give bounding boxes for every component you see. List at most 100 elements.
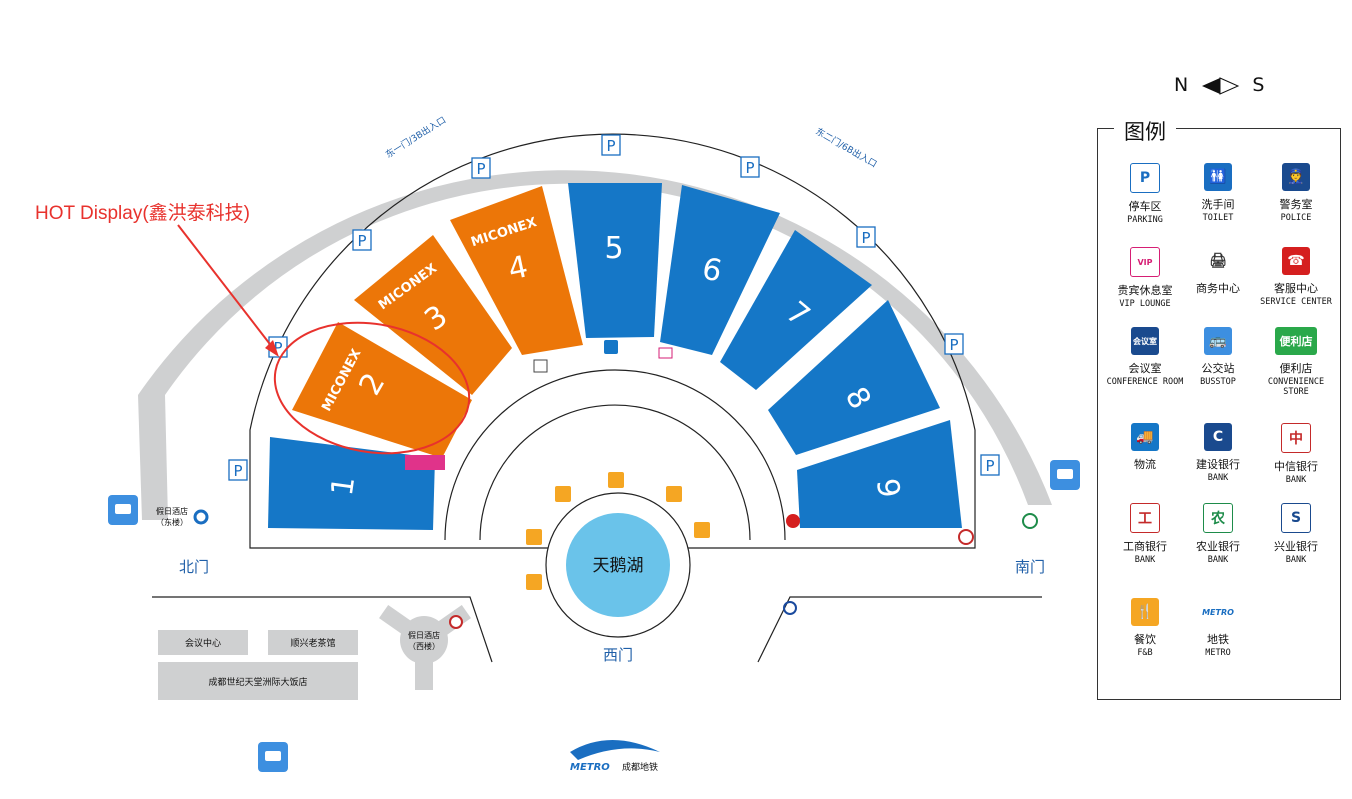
parking-icon: P (1130, 163, 1160, 193)
legend-label-zh: 洗手间 (1201, 198, 1235, 211)
legend-label-en: POLICE (1280, 213, 1312, 223)
legend-label-en: BANK (1207, 555, 1229, 565)
legend-label-zh: 公交站 (1201, 362, 1235, 375)
compass-s: S (1252, 74, 1265, 96)
lake (566, 513, 670, 617)
legend-label-zh: 警务室 (1279, 198, 1313, 211)
abc-bank-icon (1022, 513, 1038, 529)
east-gate-1-opening (390, 157, 414, 187)
parking-glyph: P (949, 336, 958, 354)
legend-label-en: BANK (1134, 555, 1156, 565)
hall-2 (292, 322, 472, 458)
parking-glyph: P (985, 457, 994, 475)
lake-label: 天鹅湖 (593, 556, 644, 576)
hall-6 (660, 185, 780, 355)
cib-bank-icon (783, 601, 797, 615)
bus-icon: 🚌 (1204, 327, 1232, 355)
inner-ring-2 (479, 404, 751, 541)
legend-label-en: BANK (1207, 473, 1229, 483)
hall-4 (450, 186, 583, 355)
fb-icon (666, 486, 682, 502)
legend-label-en: BUSSTOP (1200, 377, 1236, 387)
hall-1 (268, 437, 435, 530)
hall-8 (768, 300, 940, 455)
parking-icon (601, 134, 621, 156)
legend-label-zh: 会议室 (1128, 362, 1162, 375)
parking-icon (944, 333, 964, 355)
hall-number: 9 (869, 476, 906, 500)
conference-icon: 会议室 (1131, 327, 1159, 355)
parking-icon (471, 157, 491, 179)
ccb-bank-icon (193, 509, 209, 525)
logistics-icon (604, 340, 618, 354)
parking-glyph: P (745, 159, 754, 177)
toilet-icon: 🚻 (1204, 163, 1232, 191)
holiday-inn-west-sub: （西楼） (408, 641, 440, 651)
legend-label-zh: 地铁 (1207, 633, 1229, 646)
holiday-inn-east-sub: （东楼） (156, 517, 188, 527)
police-icon: 👮 (1282, 163, 1310, 191)
teahouse-label: 顺兴老茶馆 (290, 637, 335, 649)
hot-display-annotation: HOT Display(鑫洪泰科技) (35, 203, 250, 224)
legend-label-zh: 中信银行 (1274, 460, 1318, 473)
citic-bank-icon (449, 615, 463, 629)
legend-label-zh: 便利店 (1279, 362, 1313, 375)
legend (1097, 128, 1341, 700)
legend-label-en: PARKING (1127, 215, 1163, 225)
east-gate-1-label: 东一门/3B出入口 (383, 114, 448, 161)
holiday-inn-east-label: 假日酒店 (156, 506, 188, 516)
legend-item-fb: 🍴 餐饮 F&B (1105, 598, 1185, 658)
logistics-icon: 🚚 (1131, 423, 1159, 451)
fb-icon (555, 486, 571, 502)
parking-icon (856, 226, 876, 248)
store-icon: 便利店 (1275, 327, 1317, 355)
legend-label-en: F&B (1137, 648, 1153, 658)
conference-center-block (158, 630, 248, 655)
hall-number: 5 (604, 231, 623, 266)
vip-lounge-block (405, 455, 445, 470)
legend-label-en: CONVENIENCE STORE (1267, 377, 1325, 397)
fb-icon: 🍴 (1131, 598, 1159, 626)
legend-item-parking: P 停车区 PARKING (1105, 163, 1185, 225)
parking-glyph: P (606, 137, 615, 155)
parking-glyph: P (357, 232, 366, 250)
hall-7 (720, 230, 872, 390)
bus-stop-icon (258, 742, 288, 772)
metro-logo-icon (570, 740, 660, 760)
north-gate-label: 北门 (179, 558, 209, 576)
parking-icon (740, 156, 760, 178)
legend-label-zh: 兴业银行 (1274, 540, 1318, 553)
legend-label-en: CONFERENCE ROOM (1106, 377, 1184, 387)
legend-label-zh: 贵宾休息室 (1117, 284, 1173, 297)
teahouse-block (268, 630, 358, 655)
legend-label-zh: 工商银行 (1123, 540, 1167, 553)
inner-ring (444, 369, 786, 541)
metro-word: METRO (570, 762, 610, 773)
icbc-icon: 工 (1130, 503, 1160, 533)
holiday-inn-west-label: 假日酒店 (408, 630, 440, 640)
hall-3 (354, 235, 512, 395)
compass-arrow-icon (1202, 76, 1240, 95)
vip-lounge-icon (658, 347, 673, 359)
legend-label-zh: 停车区 (1128, 200, 1162, 213)
parking-icon (228, 459, 248, 481)
parking-glyph: P (233, 462, 242, 480)
vip-icon: VIP (1130, 247, 1160, 277)
business-center-icon (533, 359, 548, 373)
printer-icon: 🖨 (1204, 247, 1232, 275)
parking-icon (980, 454, 1000, 476)
hall-number: 1 (325, 474, 362, 498)
metro-icon: METRO (1194, 598, 1242, 626)
parking-glyph: P (476, 160, 485, 178)
fb-icon (526, 529, 542, 545)
legend-label-zh: 餐饮 (1134, 633, 1156, 646)
